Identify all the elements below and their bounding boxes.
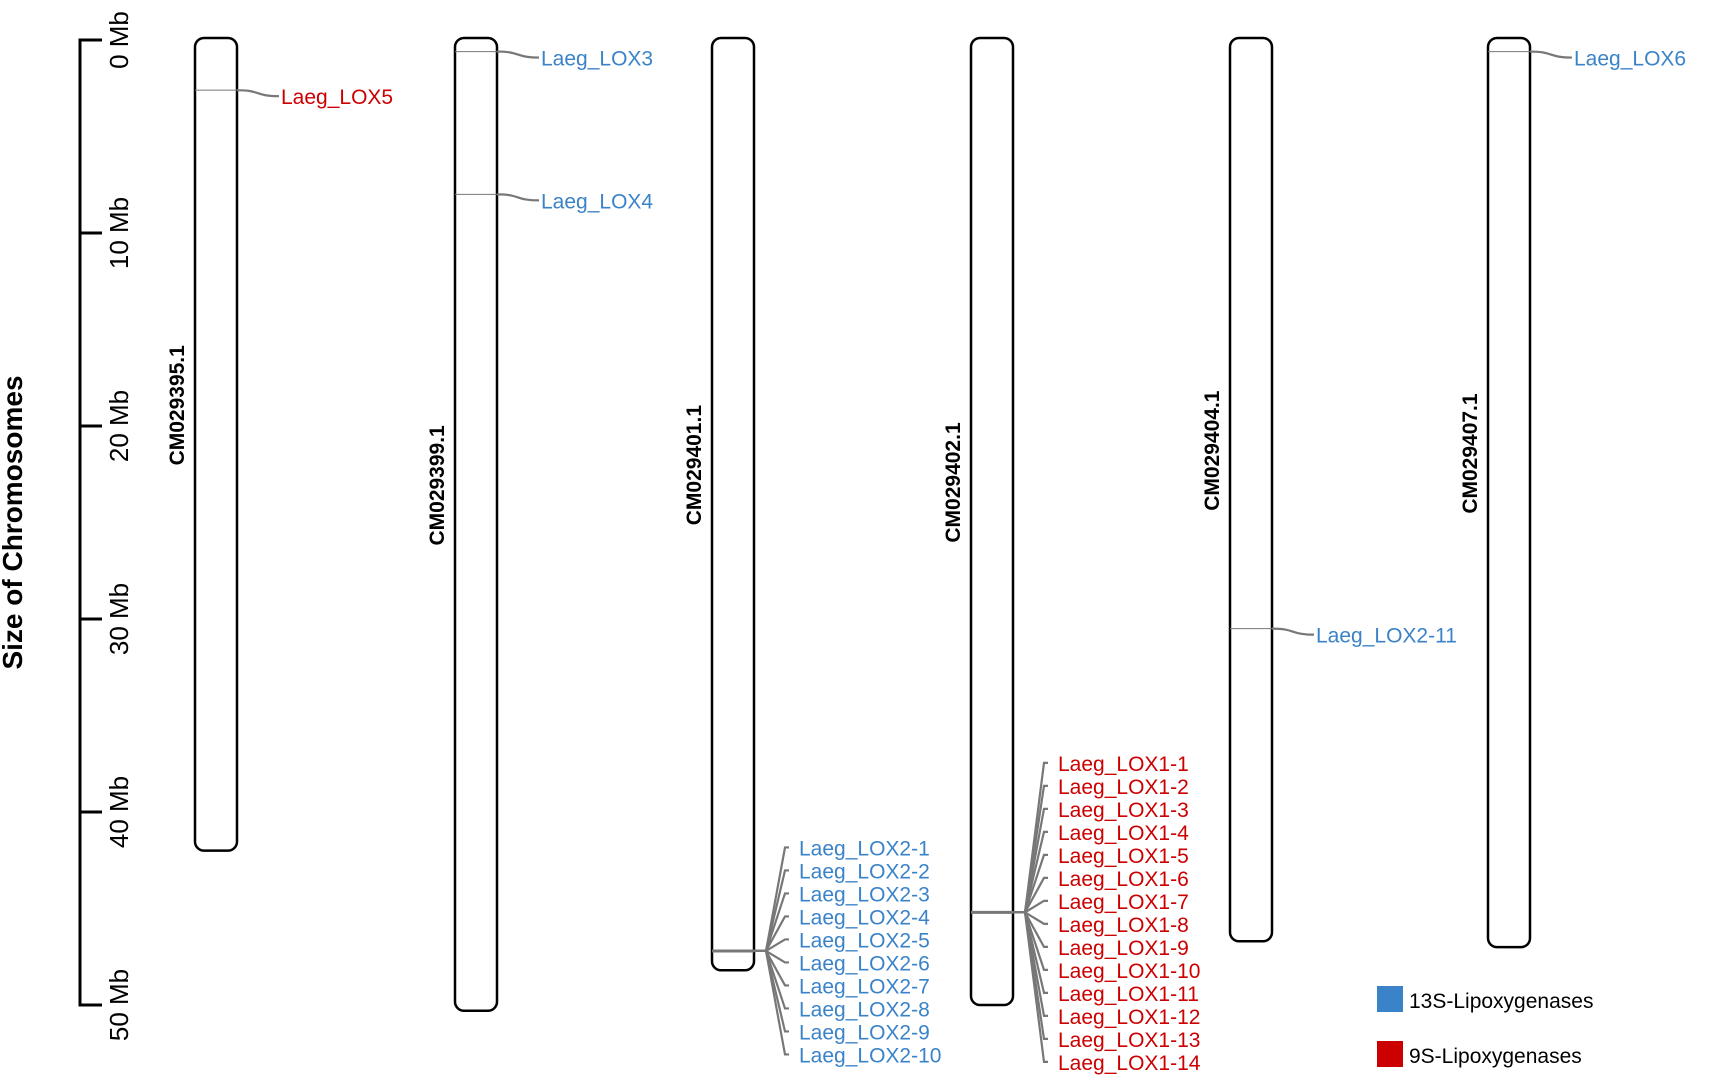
gene-label: Laeg_LOX3 bbox=[541, 48, 653, 71]
gene-connector bbox=[754, 949, 789, 1056]
gene-label: Laeg_LOX1-7 bbox=[1058, 891, 1189, 914]
gene-label: Laeg_LOX2-10 bbox=[799, 1044, 941, 1067]
gene-label: Laeg_LOX2-5 bbox=[799, 929, 930, 952]
gene-label: Laeg_LOX1-2 bbox=[1058, 776, 1189, 799]
gene-connector bbox=[236, 89, 280, 98]
gene-connector bbox=[496, 193, 540, 202]
chromosome-label: CM029399.1 bbox=[426, 425, 449, 546]
axis-tick-label: 20 Mb bbox=[104, 390, 134, 462]
gene-label: Laeg_LOX1-3 bbox=[1058, 799, 1189, 822]
gene-label: Laeg_LOX6 bbox=[1574, 48, 1686, 71]
legend-label: 9S-Lipoxygenases bbox=[1409, 1045, 1582, 1068]
chromosome-label: CM029404.1 bbox=[1201, 390, 1224, 511]
gene-label: Laeg_LOX1-10 bbox=[1058, 960, 1200, 983]
axis-title: Size of Chromosomes bbox=[0, 375, 28, 669]
gene-label: Laeg_LOX1-4 bbox=[1058, 822, 1189, 845]
gene-label: Laeg_LOX2-3 bbox=[799, 883, 930, 906]
gene-label: Laeg_LOX1-8 bbox=[1058, 914, 1189, 937]
gene-label: Laeg_LOX1-14 bbox=[1058, 1052, 1201, 1075]
gene-label: Laeg_LOX1-12 bbox=[1058, 1006, 1200, 1029]
gene-label: Laeg_LOX1-9 bbox=[1058, 937, 1189, 960]
gene-connector bbox=[1271, 627, 1315, 636]
gene-connector bbox=[496, 50, 540, 59]
chromosome-bar bbox=[1486, 36, 1532, 949]
gene-label: Laeg_LOX2-1 bbox=[799, 837, 930, 860]
legend-label: 13S-Lipoxygenases bbox=[1409, 990, 1593, 1013]
gene-label: Laeg_LOX2-7 bbox=[799, 975, 930, 998]
legend-swatch bbox=[1377, 986, 1403, 1012]
gene-label: Laeg_LOX1-6 bbox=[1058, 868, 1189, 891]
legend-swatch bbox=[1377, 1041, 1403, 1067]
gene-label: Laeg_LOX2-8 bbox=[799, 998, 930, 1021]
gene-connector bbox=[1529, 50, 1573, 59]
gene-label: Laeg_LOX1-13 bbox=[1058, 1029, 1200, 1052]
chromosome-label: CM029402.1 bbox=[942, 422, 965, 543]
chromosome-bar bbox=[193, 36, 239, 852]
axis-tick-label: 10 Mb bbox=[104, 197, 134, 269]
chromosome-bar bbox=[969, 36, 1015, 1007]
chromosome-label: CM029395.1 bbox=[166, 345, 189, 466]
gene-label: Laeg_LOX1-11 bbox=[1058, 983, 1199, 1006]
chromosome-bar bbox=[1228, 36, 1274, 943]
gene-label: Laeg_LOX2-2 bbox=[799, 860, 930, 883]
gene-connector bbox=[1013, 911, 1048, 1063]
axis-tick-label: 0 Mb bbox=[104, 11, 134, 69]
axis-tick-label: 30 Mb bbox=[104, 583, 134, 655]
gene-label: Laeg_LOX1-5 bbox=[1058, 845, 1189, 868]
gene-label: Laeg_LOX5 bbox=[281, 86, 393, 109]
gene-label: Laeg_LOX4 bbox=[541, 190, 653, 213]
gene-label: Laeg_LOX2-6 bbox=[799, 952, 930, 975]
chromosome-bar bbox=[710, 36, 756, 972]
chromosome-bar bbox=[453, 36, 499, 1013]
gene-label: Laeg_LOX2-9 bbox=[799, 1021, 930, 1044]
gene-label: Laeg_LOX2-11 bbox=[1316, 625, 1457, 648]
gene-label: Laeg_LOX2-4 bbox=[799, 906, 930, 929]
axis-tick-label: 40 Mb bbox=[104, 776, 134, 848]
chromosome-label: CM029401.1 bbox=[683, 405, 706, 526]
gene-label: Laeg_LOX1-1 bbox=[1058, 753, 1189, 776]
axis-tick-label: 50 Mb bbox=[104, 969, 134, 1041]
chromosome-label: CM029407.1 bbox=[1459, 393, 1482, 514]
